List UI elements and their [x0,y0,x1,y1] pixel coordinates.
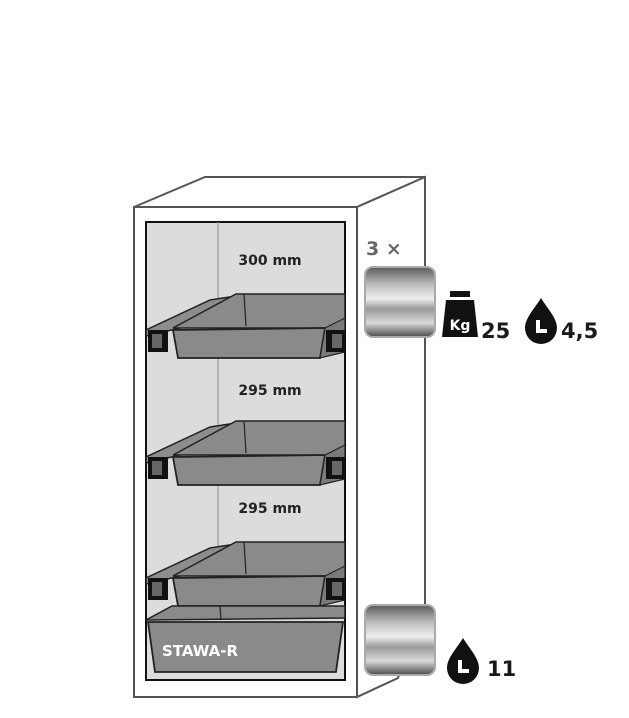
sump-volume-drop-icon [447,638,479,684]
sump-volume-value: 11 [487,657,516,681]
shelf-height-3: 295 mm [238,501,301,517]
sump-label: STAWA-R [162,642,239,660]
shelf-quantity: 3 × [366,238,402,260]
shelf-height-2: 295 mm [238,383,301,399]
weight-icon: Kg [442,291,478,337]
svg-text:Kg: Kg [450,318,471,334]
shelf-height-1: 300 mm [238,253,301,269]
volume-drop-icon [525,298,557,344]
sump-tray [146,621,345,673]
sump-icon [364,604,436,676]
shelf-weight-value: 25 [481,319,510,343]
shelf-volume-value: 4,5 [561,319,598,343]
shelf-icon [364,266,436,338]
